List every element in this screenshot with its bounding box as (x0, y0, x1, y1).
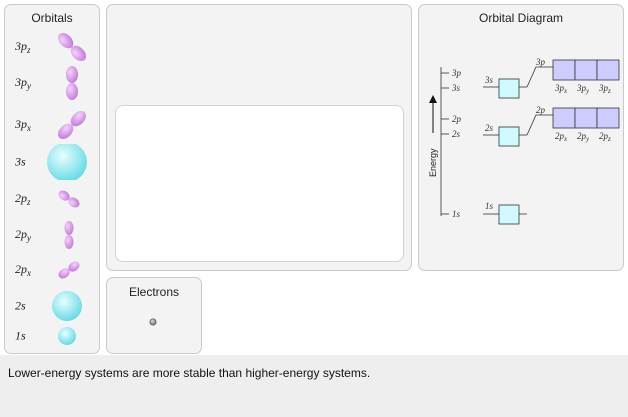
orbital-box-2py[interactable] (574, 107, 598, 129)
orbitals-panel: Orbitals 3pz 3py (4, 4, 100, 354)
orbital-subscript: z (27, 197, 31, 208)
orbital-diagram-title: Orbital Diagram (478, 11, 564, 25)
orbital-diagram-panel: Orbital Diagram Energy 3p 3s 2p 2s 1s 3s… (418, 4, 624, 271)
orbital-box-3px[interactable] (552, 59, 576, 81)
orbital-label: 1s (15, 328, 26, 343)
box-label-3px: 3px (554, 83, 568, 95)
axis-tick-label: 1s (452, 209, 461, 219)
orbital-3px[interactable]: 3px (5, 107, 101, 143)
orbital-label: 2p (15, 261, 27, 276)
orbital-label: 3p (15, 38, 27, 53)
workspace-panel (106, 4, 412, 271)
orbital-subscript: z (27, 45, 31, 56)
orbital-1s[interactable]: 1s (5, 318, 101, 354)
energy-axis-label: Energy (428, 148, 438, 177)
feedback-bar: Lower-energy systems are more stable tha… (0, 355, 628, 417)
orbital-box-3s[interactable] (498, 78, 520, 99)
orbital-label: 3p (15, 74, 27, 89)
orbital-3pz[interactable]: 3pz (5, 29, 101, 65)
level-label-3p: 3p (535, 57, 546, 67)
p-orbital-icon[interactable] (47, 181, 97, 217)
orbital-2px[interactable]: 2px (5, 252, 101, 288)
orbital-label: 2s (15, 298, 26, 313)
axis-tick-label: 3p (451, 68, 462, 78)
box-label-2px: 2px (555, 131, 568, 143)
axis-tick-label: 3s (451, 83, 461, 93)
orbital-label: 2p (15, 190, 27, 205)
orbital-label: 3p (15, 116, 27, 131)
orbital-subscript: x (27, 123, 31, 134)
electrons-panel-title: Electrons (128, 285, 180, 299)
axis-tick-label: 2p (452, 114, 462, 124)
orbital-label: 3s (15, 154, 26, 169)
box-label-3py: 3py (576, 83, 590, 95)
p-orbital-icon[interactable] (47, 217, 97, 253)
box-label-2py: 2py (577, 131, 590, 143)
orbital-2s[interactable]: 2s (5, 288, 101, 324)
orbital-2py[interactable]: 2py (5, 217, 101, 253)
orbital-subscript: y (27, 233, 31, 244)
orbital-box-2px[interactable] (552, 107, 576, 129)
electron-dot-icon[interactable] (148, 317, 158, 327)
box-label-3pz: 3pz (598, 83, 611, 95)
orbital-box-3py[interactable] (574, 59, 598, 81)
level-label-2p: 2p (536, 105, 546, 115)
orbitals-panel-title: Orbitals (31, 11, 73, 25)
orbital-2pz[interactable]: 2pz (5, 181, 101, 217)
orbital-box-1s[interactable] (498, 204, 520, 225)
p-orbital-icon[interactable] (47, 65, 97, 101)
orbital-box-2s[interactable] (498, 126, 520, 147)
box-label-2pz: 2pz (599, 131, 611, 143)
orbital-box-3pz[interactable] (596, 59, 620, 81)
orbital-3py[interactable]: 3py (5, 65, 101, 101)
s-orbital-icon[interactable] (47, 318, 97, 354)
level-label-2s: 2s (485, 123, 494, 133)
orbital-3s[interactable]: 3s (5, 144, 101, 180)
orbital-energy-diagram: Energy 3p 3s 2p 2s 1s 3s 3p 3px 3py 3pz … (428, 57, 620, 225)
s-orbital-icon[interactable] (47, 288, 97, 324)
orbital-box-2pz[interactable] (596, 107, 620, 129)
orbital-subscript: x (27, 268, 31, 279)
level-label-3s: 3s (484, 75, 494, 85)
p-orbital-icon[interactable] (47, 29, 97, 65)
s-orbital-icon[interactable] (47, 144, 97, 180)
energy-arrow-icon (429, 95, 437, 103)
electrons-panel: Electrons (106, 277, 202, 354)
axis-tick-label: 2s (452, 129, 461, 139)
p-orbital-icon[interactable] (47, 107, 97, 143)
p-orbital-icon[interactable] (47, 252, 97, 288)
drop-zone[interactable] (115, 105, 404, 262)
orbital-label: 2p (15, 226, 27, 241)
level-label-1s: 1s (485, 201, 494, 211)
orbital-subscript: y (27, 81, 31, 92)
feedback-message: Lower-energy systems are more stable tha… (8, 366, 371, 380)
